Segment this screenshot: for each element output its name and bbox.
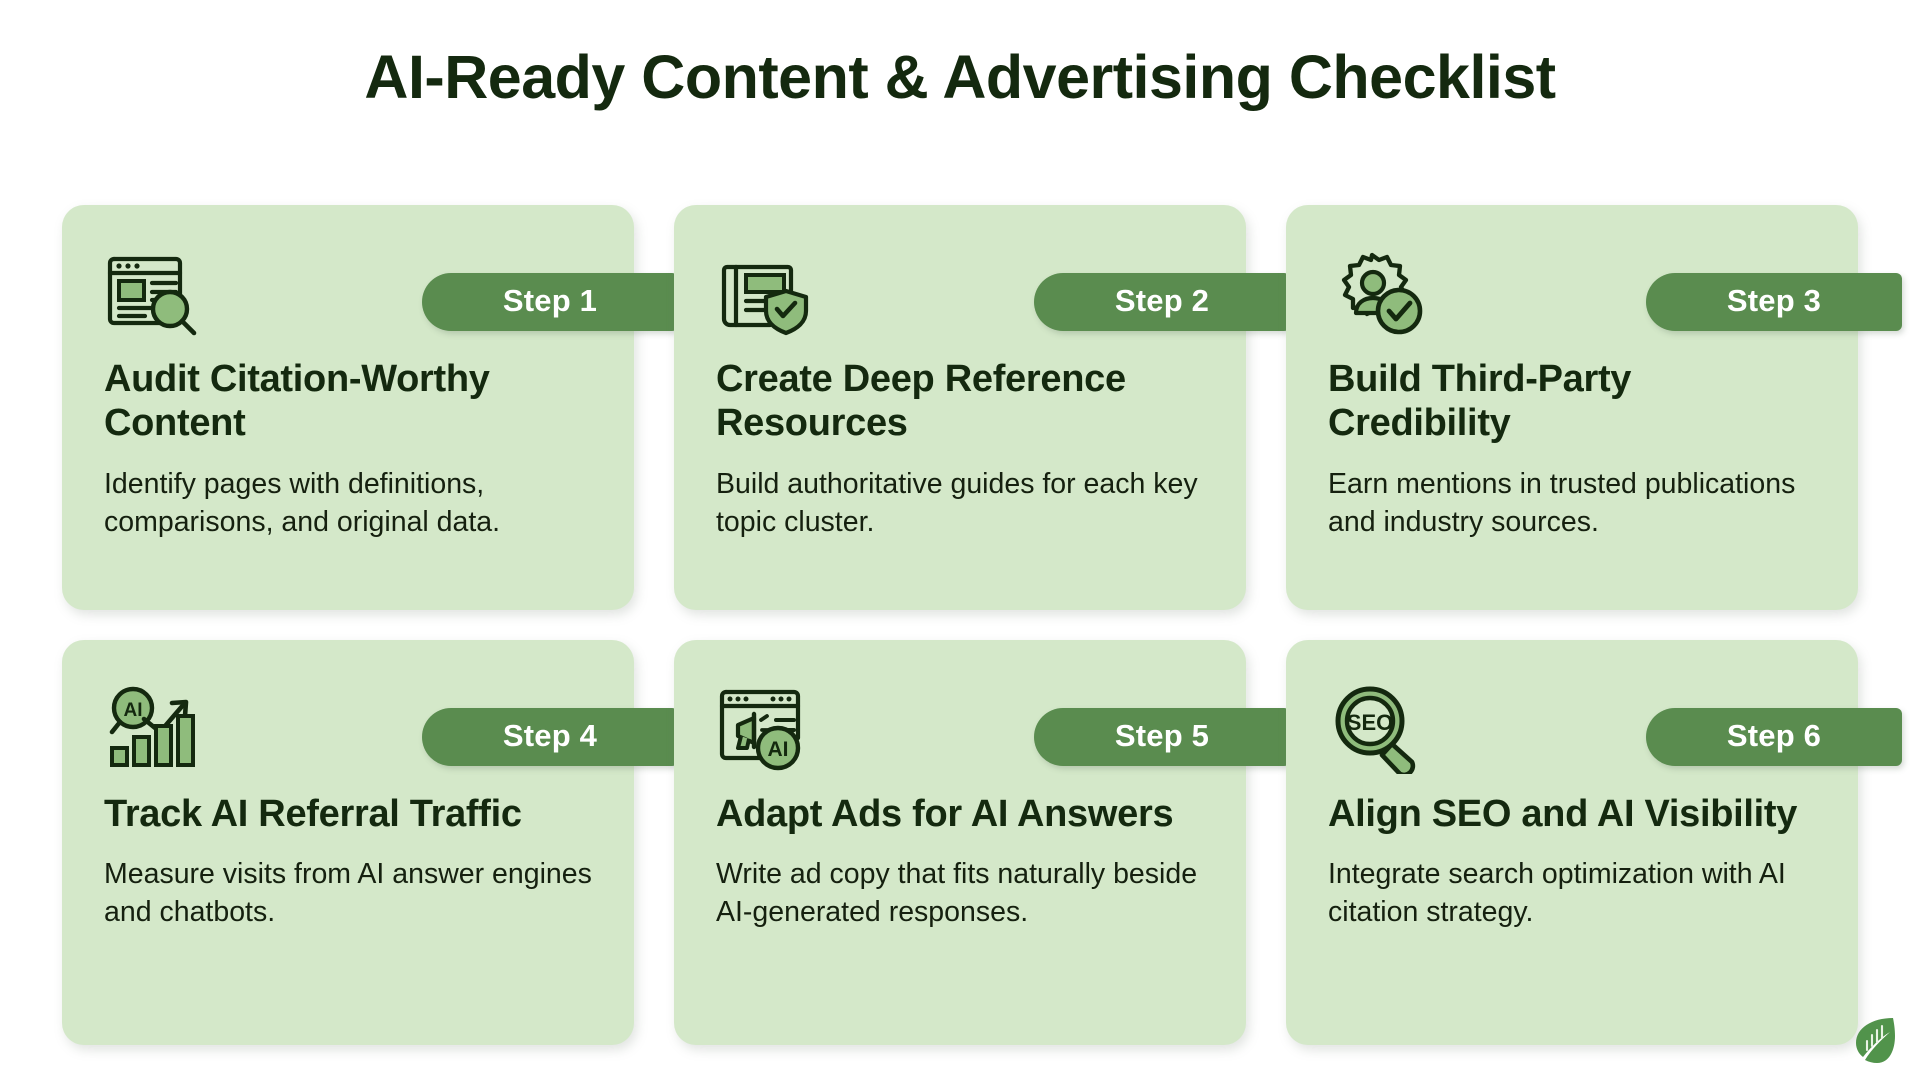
card-body-text: Build authoritative guides for each key …	[716, 467, 1198, 538]
checklist-card: SEO Step 6 Align SEO and AI Visibility I…	[1286, 640, 1902, 1045]
document-shield-check-icon	[721, 264, 809, 336]
step-badge: Step 4	[422, 708, 678, 766]
svg-text:AI: AI	[768, 738, 789, 761]
step-badge: Step 6	[1646, 708, 1902, 766]
seo-magnifier-icon: SEO	[1335, 686, 1416, 774]
browser-window-magnifier-icon	[107, 256, 197, 336]
card-header-row: Step 2	[716, 245, 1290, 349]
card-heading: Audit Citation-Worthy Content	[104, 358, 490, 445]
card-header-row: Step 1	[104, 245, 678, 349]
step-badge: Step 1	[422, 273, 678, 331]
card-header-row: AI Step 5	[716, 680, 1290, 784]
checklist-card: AI Step 5 Adapt Ads for AI Answers Write…	[674, 640, 1290, 1045]
checklist-card: Step 1 Audit Citation-Worthy Content Ide…	[62, 205, 678, 610]
svg-text:SEO: SEO	[1347, 710, 1393, 735]
card-heading: Build Third-Party Credibility	[1328, 358, 1632, 445]
card-body-text: Identify pages with definitions, compari…	[104, 467, 501, 538]
badge-person-check-icon	[1341, 252, 1423, 335]
step-badge: Step 5	[1034, 708, 1290, 766]
step-badge: Step 3	[1646, 273, 1902, 331]
checklist-card: AI Step 4 Track AI Referral Traffic Meas…	[62, 640, 678, 1045]
card-heading: Track AI Referral Traffic	[104, 793, 522, 835]
card-header-row: Step 3	[1328, 245, 1902, 349]
checklist-card-grid: Step 1 Audit Citation-Worthy Content Ide…	[62, 205, 1902, 1045]
card-body-text: Write ad copy that fits naturally beside…	[716, 858, 1198, 929]
browser-megaphone-ai-icon: AI	[719, 689, 801, 771]
card-body-text: Earn mentions in trusted publications an…	[1328, 467, 1796, 538]
card-heading: Align SEO and AI Visibility	[1328, 793, 1798, 835]
card-header-row: AI Step 4	[104, 680, 678, 784]
card-body-text: Measure visits from AI answer engines an…	[104, 858, 592, 929]
svg-text:AI: AI	[124, 700, 143, 721]
page-title: AI-Ready Content & Advertising Checklist	[364, 43, 1556, 111]
leaf-logo-watermark	[1856, 1018, 1895, 1063]
card-heading: Create Deep Reference Resources	[716, 358, 1126, 445]
checklist-card: Step 2 Create Deep Reference Resources B…	[674, 205, 1290, 610]
card-heading: Adapt Ads for AI Answers	[716, 793, 1174, 835]
card-body-text: Integrate search optimization with AI ci…	[1328, 858, 1786, 929]
ai-growth-chart-icon: AI	[109, 686, 195, 767]
card-header-row: SEO Step 6	[1328, 680, 1902, 784]
step-badge: Step 2	[1034, 273, 1290, 331]
checklist-card: Step 3 Build Third-Party Credibility Ear…	[1286, 205, 1902, 610]
